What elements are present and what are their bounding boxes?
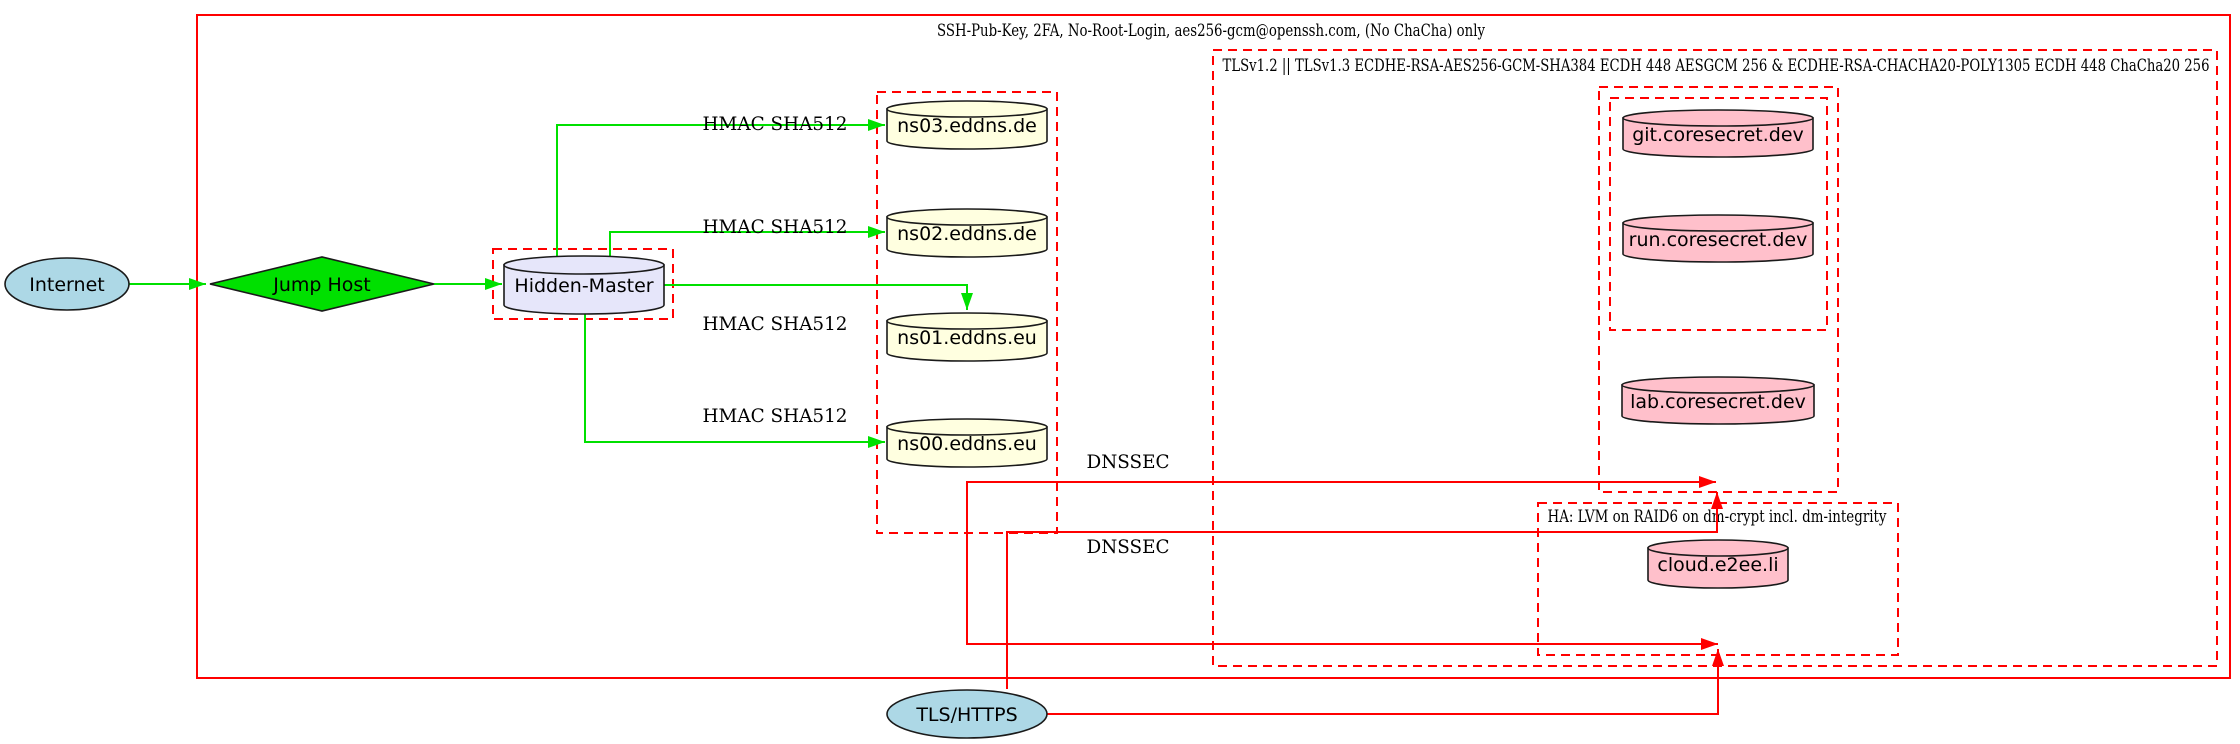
node-lab: lab.coresecret.dev: [1621, 376, 1815, 425]
ns02-cylinder-body: [886, 216, 1048, 258]
ns03-cylinder-top: [886, 100, 1048, 118]
edge-label-dnssec-lower: DNSSEC: [1087, 536, 1170, 558]
ns00-cylinder-top: [886, 418, 1048, 436]
hidden-master-label: Hidden-Master: [514, 275, 653, 297]
lab-label: lab.coresecret.dev: [1630, 391, 1806, 413]
ns00-cylinder-body: [886, 426, 1048, 468]
ns01-cylinder-body: [886, 320, 1048, 362]
edge-hiddenmaster-to-ns02: [609, 226, 885, 256]
internet-ellipse: [4, 257, 130, 311]
run-cylinder-top: [1622, 214, 1814, 232]
cloud-cylinder-top: [1647, 539, 1789, 557]
node-hidden-master: Hidden-Master: [503, 255, 665, 315]
edge-dnssec-to-ha: [966, 533, 1718, 650]
ns03-label: ns03.eddns.de: [897, 115, 1037, 137]
node-ns03: ns03.eddns.de: [886, 100, 1048, 150]
edge-label-hmac-ns02: HMAC SHA512: [703, 216, 848, 238]
tls-https-ellipse: [886, 689, 1048, 739]
edge-label-hmac-ns03: HMAC SHA512: [703, 113, 848, 135]
node-git: git.coresecret.dev: [1622, 109, 1814, 158]
cloud-cylinder-body: [1647, 547, 1789, 589]
git-cylinder-top: [1622, 109, 1814, 127]
cluster-coresecret-inner-box: [1609, 97, 1828, 331]
tls-https-label: TLS/HTTPS: [915, 704, 1017, 726]
node-ns02: ns02.eddns.de: [886, 208, 1048, 258]
edge-label-dnssec-upper: DNSSEC: [1087, 451, 1170, 473]
node-tls-https: TLS/HTTPS: [886, 689, 1048, 739]
run-cylinder-body: [1622, 222, 1814, 263]
jump-host-diamond: [209, 256, 435, 312]
edge-dnssec-to-coresecret: [966, 476, 1716, 533]
edge-hiddenmaster-to-ns01: [664, 284, 973, 310]
ns01-label: ns01.eddns.eu: [897, 327, 1037, 349]
lab-cylinder-body: [1621, 384, 1815, 425]
node-ns00: ns00.eddns.eu: [886, 418, 1048, 468]
internet-label: Internet: [29, 274, 104, 296]
edge-tls-to-coresecret: [1006, 492, 1723, 689]
node-ns01: ns01.eddns.eu: [886, 312, 1048, 362]
node-jump-host: Jump Host: [209, 256, 435, 312]
hidden-master-cylinder-top: [503, 255, 665, 275]
cluster-tls-label: TLSv1.2 || TLSv1.3 ECDHE-RSA-AES256-GCM-…: [1223, 56, 2210, 76]
cluster-ssh-box: [196, 14, 2231, 679]
edge-label-hmac-ns01: HMAC SHA512: [703, 313, 848, 335]
git-label: git.coresecret.dev: [1632, 124, 1804, 146]
cluster-tls-box: [1212, 49, 2218, 667]
edge-tls-to-ha: [1047, 649, 1724, 715]
hidden-master-cylinder-body: [503, 264, 665, 315]
node-run: run.coresecret.dev: [1622, 214, 1814, 263]
edge-hiddenmaster-to-ns00: [584, 312, 885, 448]
jump-host-label: Jump Host: [272, 274, 371, 296]
edge-label-hmac-ns00: HMAC SHA512: [703, 405, 848, 427]
edge-hiddenmaster-to-ns03: [556, 119, 885, 258]
run-label: run.coresecret.dev: [1629, 229, 1808, 251]
git-cylinder-body: [1622, 117, 1814, 158]
cloud-label: cloud.e2ee.li: [1657, 554, 1778, 576]
ns00-label: ns00.eddns.eu: [897, 433, 1037, 455]
ns03-cylinder-body: [886, 108, 1048, 150]
ns02-cylinder-top: [886, 208, 1048, 226]
node-cloud: cloud.e2ee.li: [1647, 539, 1789, 589]
ns02-label: ns02.eddns.de: [897, 223, 1037, 245]
cluster-ssh-label: SSH-Pub-Key, 2FA, No-Root-Login, aes256-…: [937, 21, 1485, 41]
ns01-cylinder-top: [886, 312, 1048, 330]
cluster-coresecret-outer-box: [1598, 86, 1839, 493]
node-internet: Internet: [4, 257, 130, 311]
lab-cylinder-top: [1621, 376, 1815, 394]
